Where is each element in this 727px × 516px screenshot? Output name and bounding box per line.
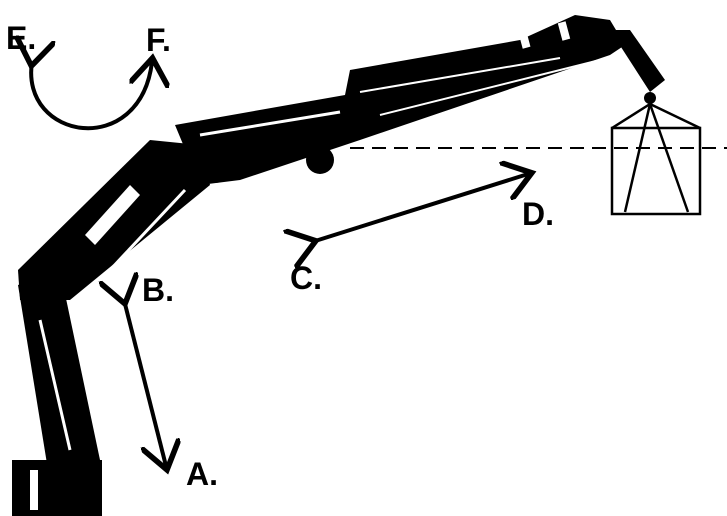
label-d: D. <box>522 196 554 232</box>
crane-inner-boom <box>18 140 210 300</box>
suspended-load <box>610 102 702 216</box>
label-a: A. <box>186 456 218 492</box>
arrow-e-f-rotation <box>31 62 152 131</box>
label-b: B. <box>142 272 174 308</box>
label-f: F. <box>146 22 171 58</box>
arrow-c-d <box>312 174 528 242</box>
crane-column <box>18 270 100 470</box>
arrow-a-b <box>124 300 166 466</box>
label-c: C. <box>290 260 322 296</box>
crane-outer-boom <box>175 15 665 185</box>
label-e: E. <box>6 20 37 56</box>
crane-base <box>12 460 102 516</box>
